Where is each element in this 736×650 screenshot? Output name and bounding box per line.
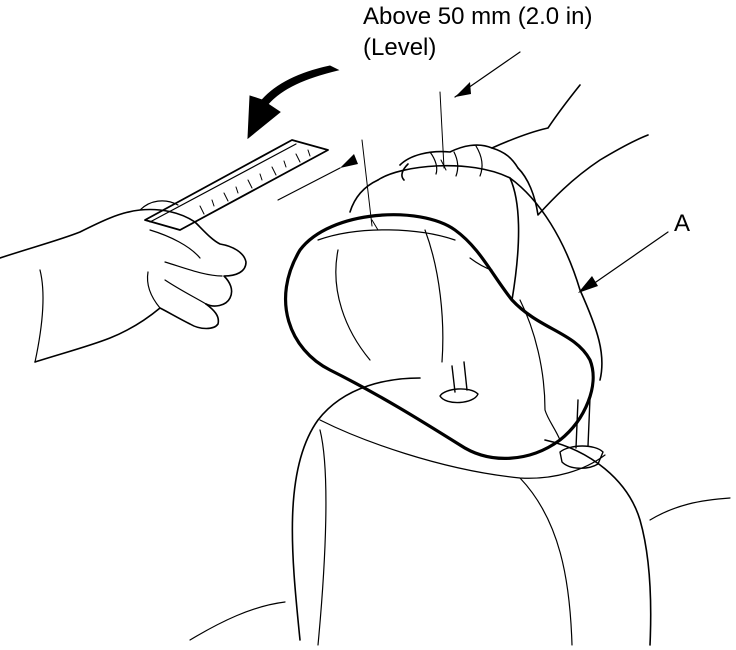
seat-back: [189, 377, 731, 646]
level-label: (Level): [363, 34, 437, 61]
headrest: [284, 159, 603, 460]
dimension-label: Above 50 mm (2.0 in): [363, 3, 593, 30]
ruler: [144, 139, 329, 231]
dimension-lines: [277, 51, 521, 227]
left-hand: [0, 200, 247, 363]
headrest-stay-left: [439, 361, 479, 404]
callout-label-a: A: [674, 210, 691, 237]
right-hand: [399, 84, 649, 216]
motion-arrow-icon: [247, 65, 340, 140]
callout-a-leader: [578, 231, 669, 293]
